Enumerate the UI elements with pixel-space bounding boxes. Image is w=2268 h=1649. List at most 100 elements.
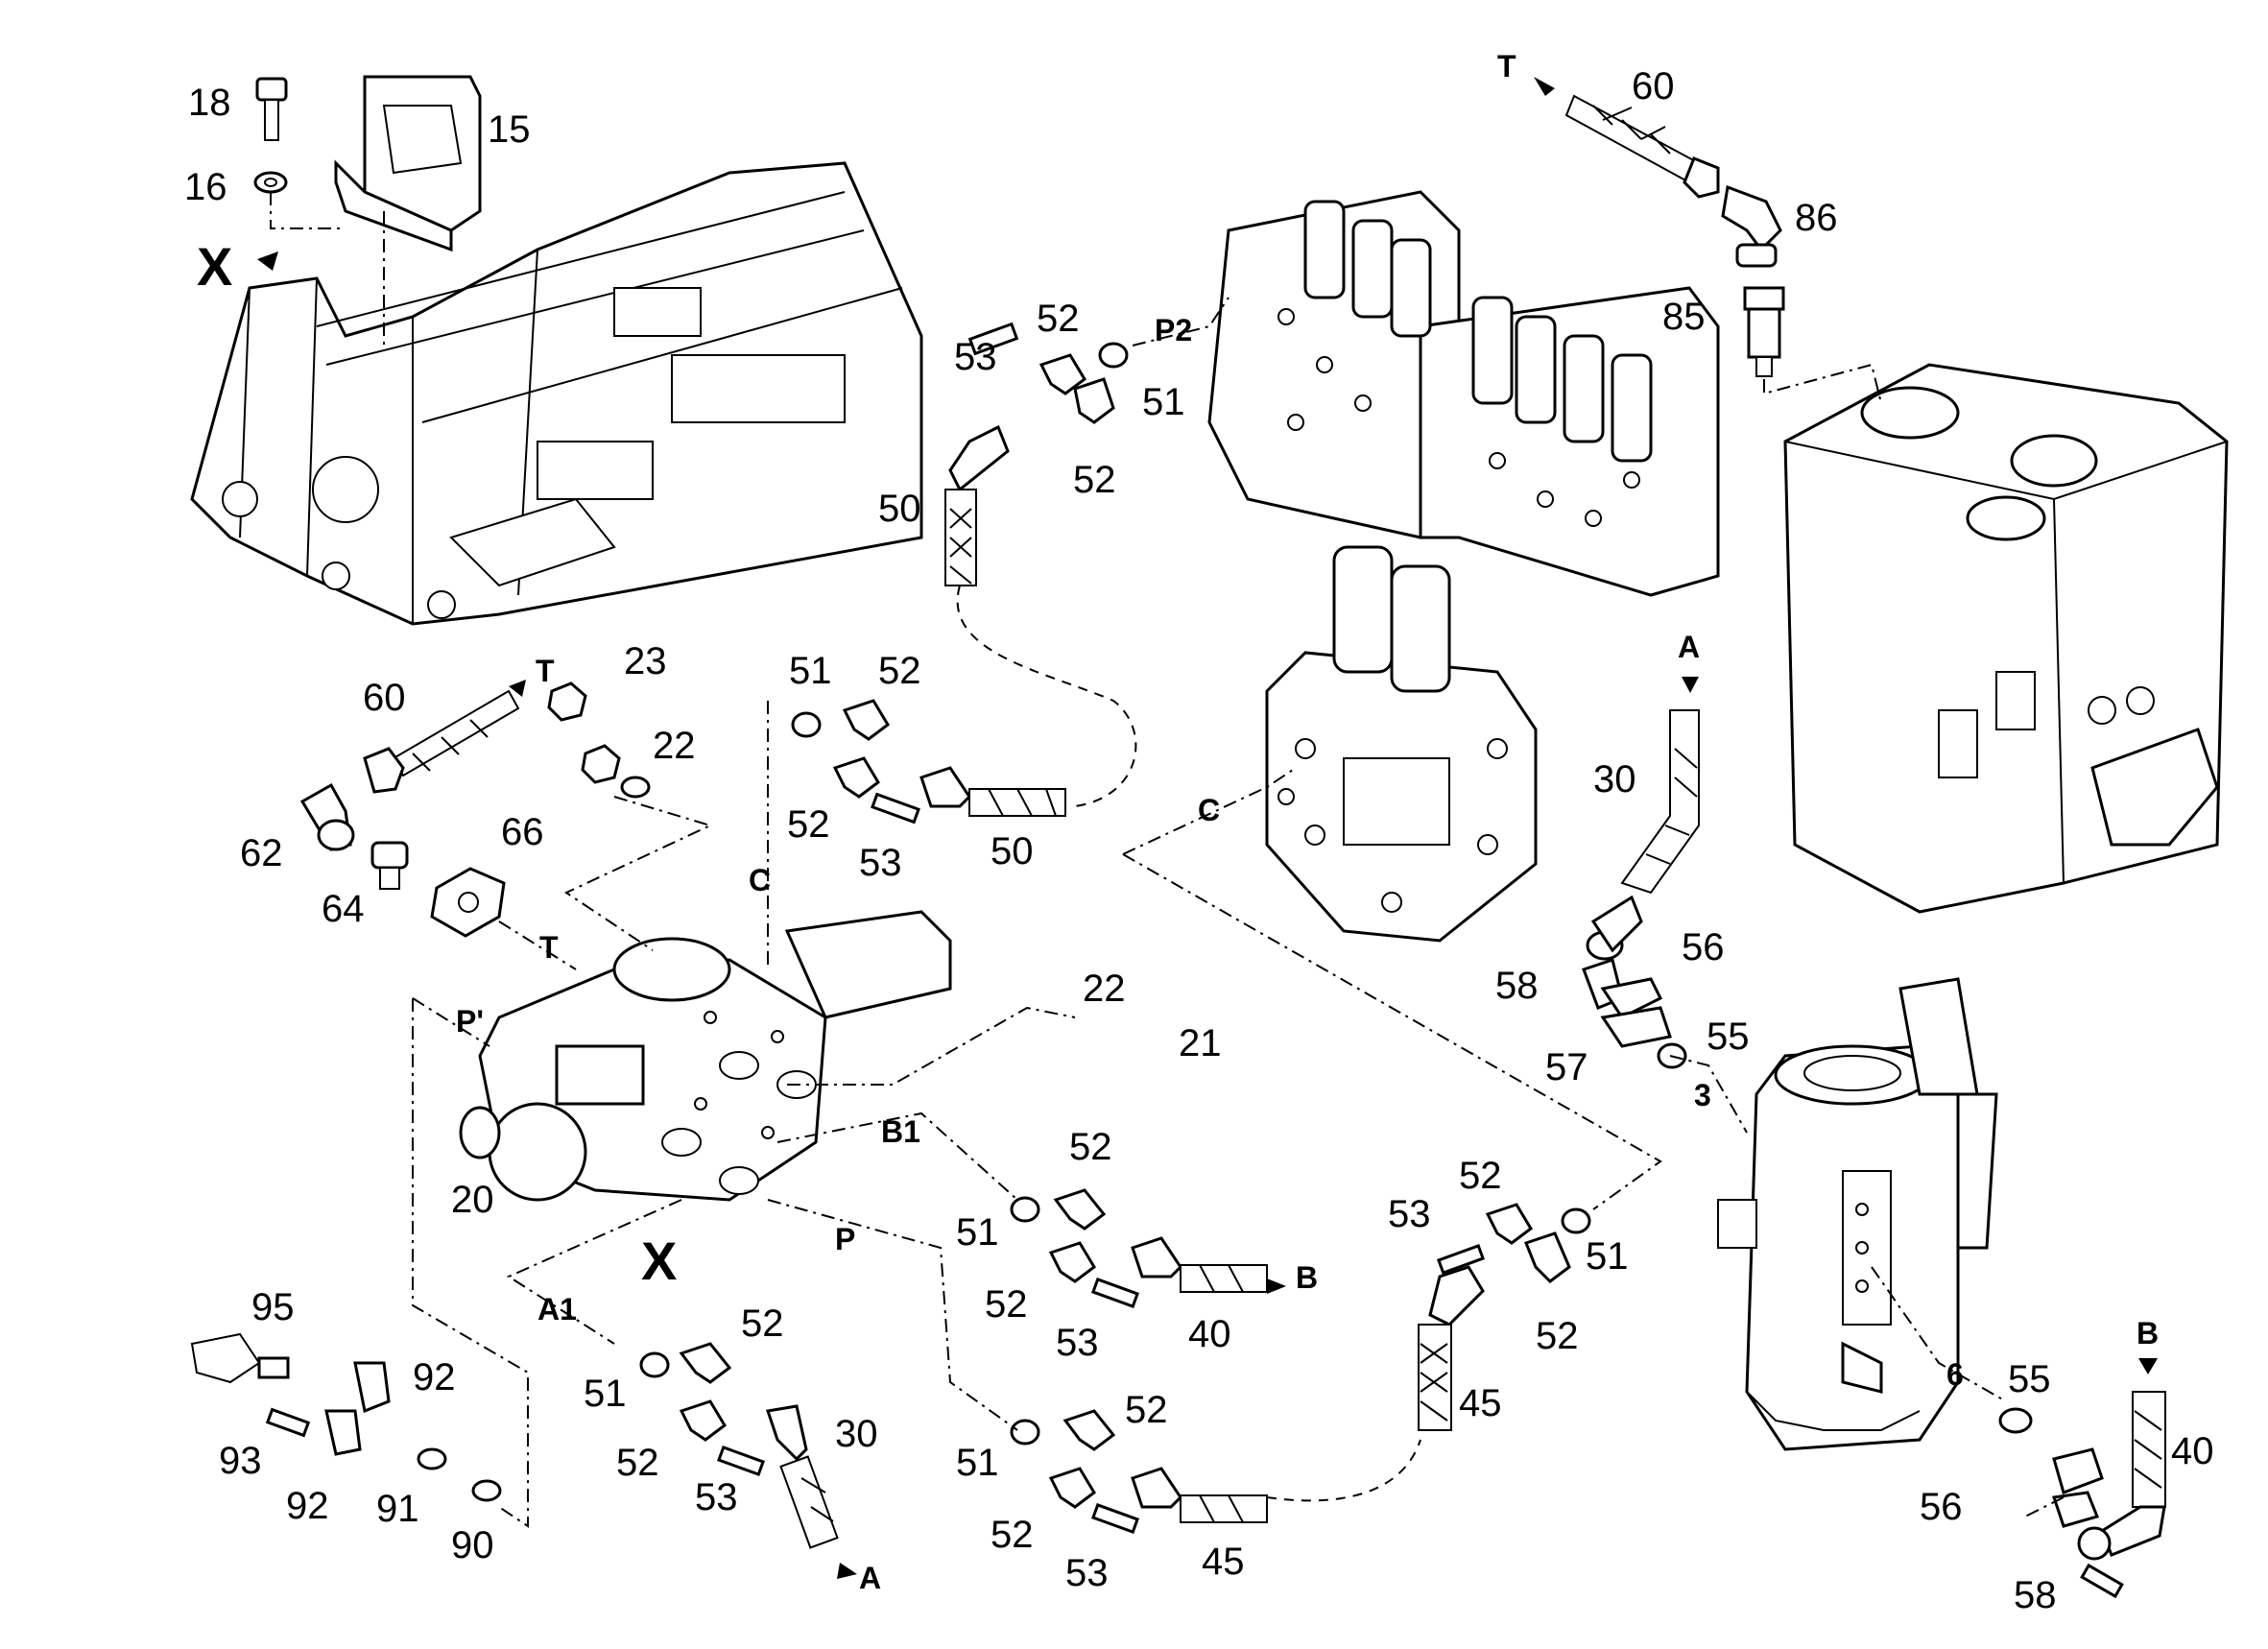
- hose-60-top: [1564, 94, 1720, 199]
- callout-55-right: 55: [2008, 1358, 2051, 1400]
- callout-52-r-a: 52: [1459, 1155, 1502, 1197]
- port-P: P: [835, 1222, 855, 1256]
- callout-23: 23: [624, 640, 667, 682]
- callout-58-right: 58: [2014, 1574, 2057, 1616]
- flow-arrows: [257, 77, 2158, 1579]
- callout-55-mid: 55: [1707, 1016, 1750, 1058]
- callout-50-mid: 50: [991, 830, 1034, 872]
- flange-set-top: [967, 322, 1129, 424]
- flange-set-40: [1010, 1188, 1268, 1309]
- callout-66: 66: [501, 811, 544, 853]
- assembly-line-85: [1763, 363, 1882, 404]
- hose-40-right: [1998, 1391, 2166, 1599]
- callout-58-mid: 58: [1495, 965, 1539, 1007]
- callout-51-p: 51: [956, 1442, 999, 1484]
- callout-50-top: 50: [878, 488, 921, 530]
- view-marker-x-top: X: [197, 236, 232, 297]
- callout-22-left: 22: [653, 725, 696, 767]
- arrow-B-right: [2138, 1358, 2158, 1374]
- port-B1: B1: [881, 1114, 920, 1149]
- callout-52-b-b: 52: [985, 1283, 1028, 1326]
- transmission-housing: [1783, 363, 2229, 914]
- callout-85: 85: [1662, 296, 1706, 338]
- hose-50-top: [944, 424, 1010, 586]
- callout-15: 15: [488, 108, 531, 151]
- callout-60-top: 60: [1632, 65, 1675, 108]
- arrow-B-mid: [1267, 1279, 1286, 1294]
- callout-53-mid: 53: [859, 842, 902, 884]
- port-A1: A1: [537, 1292, 577, 1326]
- pressure-switch-95-set: [190, 1332, 502, 1502]
- callout-22-mid: 22: [1083, 968, 1126, 1010]
- callout-92-b: 92: [286, 1485, 329, 1527]
- callout-93: 93: [219, 1440, 262, 1482]
- mounting-bracket: [334, 75, 482, 252]
- port-A-bottom: A: [859, 1561, 881, 1595]
- port-A-top: A: [1678, 630, 1700, 664]
- callout-20: 20: [451, 1179, 494, 1221]
- callout-57: 57: [1545, 1046, 1588, 1088]
- callout-45-lower: 45: [1202, 1541, 1245, 1583]
- axle-housing: [1717, 977, 1998, 1451]
- callout-51-a1: 51: [584, 1373, 627, 1415]
- adapter-64: [370, 841, 409, 890]
- callout-62: 62: [240, 832, 283, 874]
- callout-53-b: 53: [1056, 1322, 1099, 1364]
- callout-53-a1: 53: [695, 1476, 738, 1518]
- callout-21: 21: [1179, 1022, 1222, 1064]
- port-T-valve: T: [539, 930, 559, 965]
- callout-53-p: 53: [1065, 1552, 1109, 1594]
- arrow-T-left: [509, 680, 526, 697]
- callout-52-a1-a: 52: [741, 1302, 784, 1345]
- hose-30-right: [1586, 709, 1700, 961]
- elbow-fitting-62: [299, 782, 355, 851]
- port-C-right: C: [1198, 793, 1220, 827]
- callout-53-top: 53: [954, 336, 997, 378]
- callout-30-lower: 30: [835, 1413, 878, 1455]
- callout-45-r: 45: [1459, 1382, 1502, 1424]
- nuts-23-washer-22: [547, 681, 651, 799]
- callout-18: 18: [188, 82, 231, 124]
- callout-6: 6: [1946, 1357, 1964, 1392]
- arrow-A-right: [1682, 677, 1699, 693]
- arrow-A-bottom: [837, 1563, 857, 1579]
- port-T-left: T: [536, 654, 555, 688]
- callout-56-mid: 56: [1682, 926, 1725, 968]
- callout-52-b-a: 52: [1069, 1126, 1112, 1168]
- flange-set-50-lower: [791, 699, 1066, 824]
- port-C-valve: C: [749, 863, 771, 897]
- secondary-valve-block: [1265, 545, 1538, 943]
- callout-95: 95: [251, 1286, 295, 1328]
- callout-56-right: 56: [1920, 1486, 1963, 1528]
- callout-51-r: 51: [1586, 1235, 1629, 1278]
- adapter-85: [1743, 286, 1785, 377]
- flange-set-56-57: [1582, 958, 1687, 1069]
- callout-52-a1-b: 52: [616, 1442, 659, 1484]
- main-valve-block: [1207, 190, 1720, 597]
- callout-52-top-a: 52: [1037, 298, 1080, 340]
- callout-86: 86: [1795, 197, 1838, 239]
- port-B-right: B: [2137, 1316, 2159, 1350]
- callout-51-b: 51: [956, 1211, 999, 1254]
- flange-set-45-lower: [1010, 1409, 1268, 1535]
- assembly-line-bracket: [270, 192, 385, 346]
- callout-60-left: 60: [363, 677, 406, 719]
- port-labels: T P2 T A C C T P' B1 B P A1 A 3 B: [456, 49, 2159, 1595]
- port-P-prime: P': [456, 1004, 484, 1039]
- flange-set-45-right: [1418, 1203, 1591, 1431]
- port-3: 3: [1694, 1078, 1711, 1112]
- callout-91: 91: [376, 1488, 419, 1530]
- callout-52-p-b: 52: [991, 1514, 1034, 1556]
- callout-40-mid: 40: [1188, 1313, 1231, 1355]
- callout-labels: 18 15 16 60 86 85 53 52 51 52 50 60 23 2…: [184, 65, 2214, 1616]
- callout-52-mid-b: 52: [787, 803, 830, 846]
- callout-52-p-a: 52: [1125, 1389, 1168, 1431]
- callout-40-right: 40: [2171, 1430, 2214, 1472]
- arrow-T-top: [1534, 77, 1555, 96]
- arrow-X-top: [257, 251, 278, 271]
- valve-assembly-20: [459, 910, 952, 1202]
- callout-30-right: 30: [1593, 758, 1636, 801]
- flange-set-30-lower: [639, 1342, 839, 1549]
